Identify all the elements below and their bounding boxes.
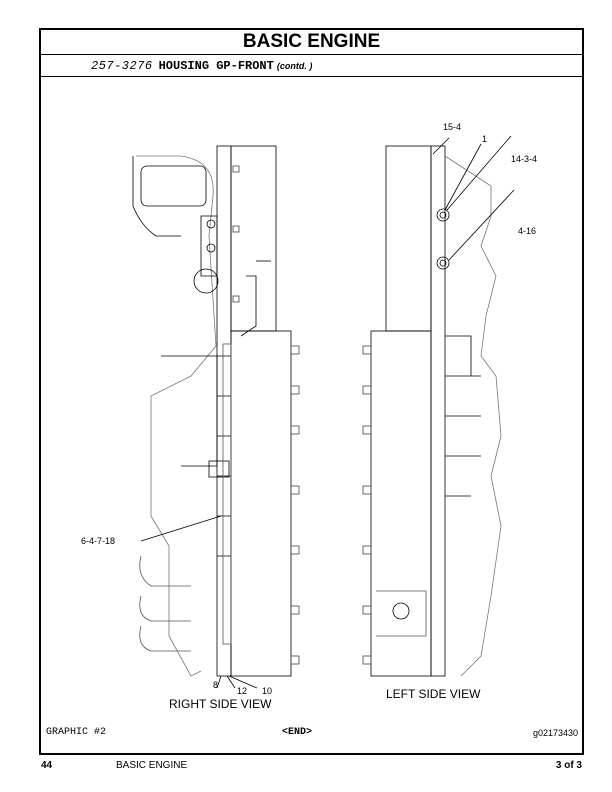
right-side-view-label: RIGHT SIDE VIEW: [169, 697, 272, 711]
callout-6-4-7-18: 6-4-7-18: [81, 536, 116, 546]
graphic-number: GRAPHIC #2: [46, 727, 107, 738]
continued-note: (contd. ): [276, 61, 313, 71]
engine-housing-illustration: [132, 135, 515, 689]
callout-10: 10: [262, 686, 273, 696]
left-side-view-label: LEFT SIDE VIEW: [386, 687, 481, 701]
left-callout-leaders: [432, 135, 515, 261]
callout-1: 1: [482, 134, 488, 144]
part-number: 257-3276: [91, 59, 153, 73]
page-title: BASIC ENGINE: [41, 30, 582, 55]
callout-8: 8: [213, 680, 219, 690]
page-frame: BASIC ENGINE 257-3276 HOUSING GP-FRONT(co…: [39, 28, 584, 755]
left-side-view-drawing: [362, 145, 502, 677]
graphic-id: g02173430: [532, 728, 578, 738]
right-side-view-drawing: [132, 145, 300, 677]
page-number: 44: [41, 760, 53, 771]
callout-4-16: 4-16: [518, 226, 537, 236]
callout-12: 12: [237, 686, 248, 696]
end-marker: <END>: [282, 727, 313, 738]
part-name: HOUSING GP-FRONT: [158, 59, 274, 73]
callout-15-4: 15-4: [443, 122, 462, 132]
callout-14-3-4: 14-3-4: [511, 154, 538, 164]
part-header: 257-3276 HOUSING GP-FRONT(contd. ): [41, 54, 582, 77]
page-count: 3 of 3: [555, 760, 582, 771]
right-callout-leaders: [140, 515, 258, 689]
footer-section: BASIC ENGINE: [116, 760, 188, 771]
